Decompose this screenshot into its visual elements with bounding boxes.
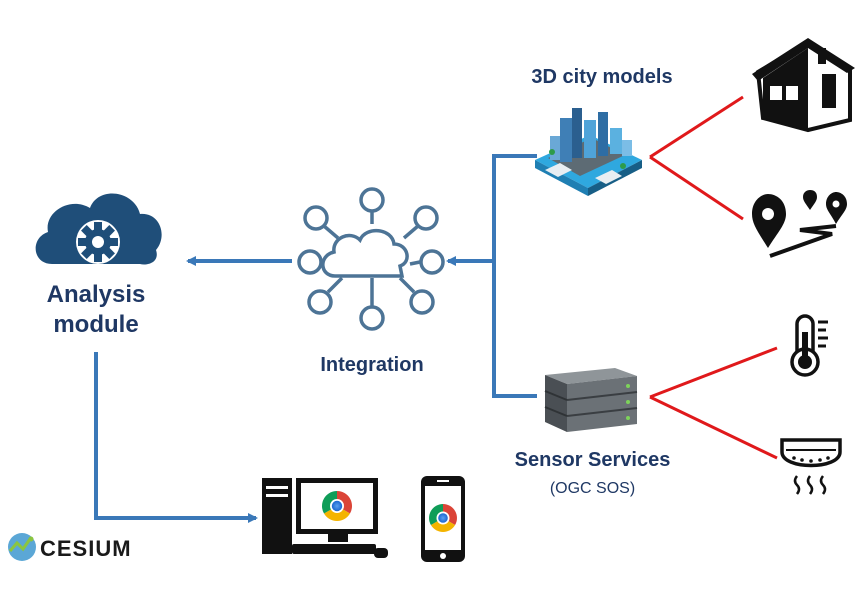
smoke-detector-icon: [780, 438, 842, 495]
connector-bracket: [492, 154, 537, 398]
cesium-logo: [8, 533, 36, 561]
link-smoke: [649, 395, 778, 460]
link-thermo: [649, 346, 778, 399]
route-pins-icon: [752, 190, 847, 258]
city-model-icon: [535, 108, 642, 196]
analysis-label-line2: module: [53, 311, 139, 338]
house-icon: [752, 38, 855, 133]
blue-connectors: [94, 154, 537, 523]
analysis-label-line1: Analysis: [46, 281, 146, 308]
server-rack-icon: [544, 368, 638, 432]
sensor-services-sublabel: (OGC SOS): [549, 480, 636, 497]
link-house: [649, 95, 744, 159]
thermometer-icon: [790, 314, 828, 377]
red-source-links: [649, 95, 778, 460]
integration-label: Integration: [320, 354, 424, 376]
sensor-services-label: Sensor Services: [514, 449, 671, 471]
desktop-computer-icon: [262, 478, 388, 558]
cloud-network-icon: [297, 187, 445, 331]
cloud-gear-icon: [35, 193, 162, 265]
cesium-label: CESIUM: [40, 536, 132, 561]
browser-logo-icon: [321, 491, 353, 522]
city-models-label: 3D city models: [531, 66, 673, 88]
link-route: [649, 155, 744, 221]
browser-logo-icon: [429, 504, 457, 532]
connector-to-client: [94, 352, 258, 523]
analysis-module-label: Analysis module: [16, 280, 176, 340]
